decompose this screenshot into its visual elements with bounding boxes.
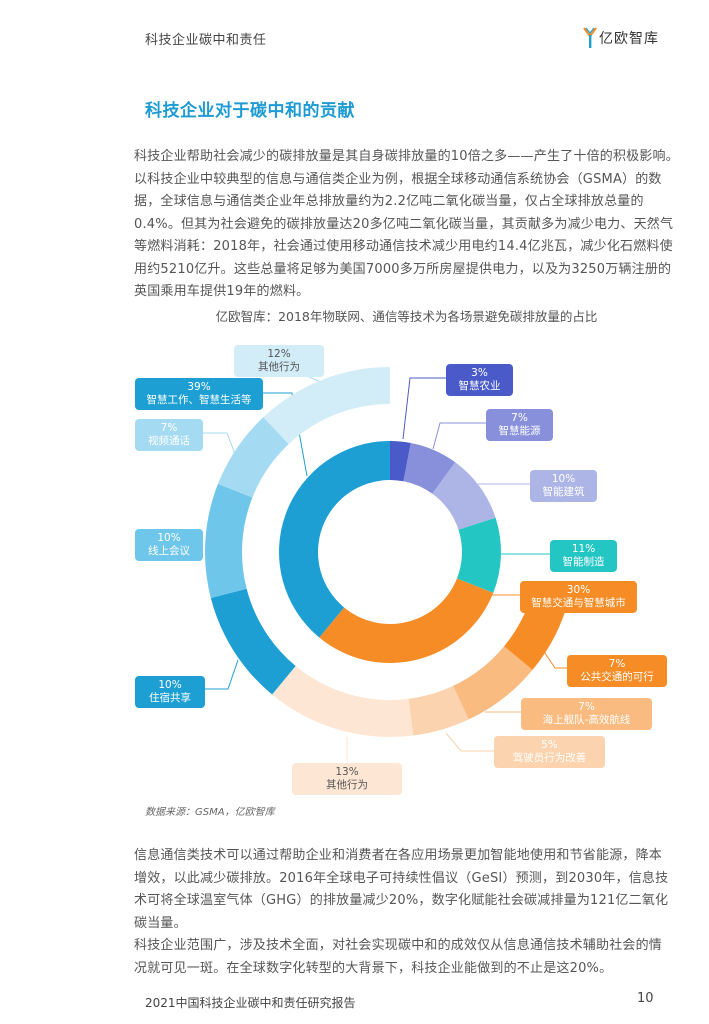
label-percent: 13% (335, 766, 359, 778)
label-category: 住宿共享 (149, 692, 191, 704)
footer-report-title: 2021中国科技企业碳中和责任研究报告 (145, 996, 356, 1010)
label-percent: 5% (541, 739, 558, 751)
logo-y-icon (583, 27, 597, 48)
data-label: 13%其他行为 (292, 763, 402, 795)
data-label: 11%智能制造 (550, 540, 617, 572)
label-percent: 30% (566, 584, 591, 596)
chart-title: 亿欧智库：2018年物联网、通信等技术为各场景避免碳排放量的占比 (215, 309, 598, 324)
inner-donut-segment (278, 441, 390, 638)
text-line: 信息通信类技术可以通过帮助企业和消费者在各应用场景更加智能地使用和节省能源，降本 (134, 848, 663, 863)
logo-text: 亿欧智库 (599, 31, 659, 47)
data-label: 7%智慧能源 (486, 409, 553, 441)
outer-donut-segment (408, 685, 469, 736)
data-label: 12%其他行为 (234, 345, 324, 377)
outer-donut-segment (210, 588, 296, 695)
text-line: 科技企业范围广，涉及技术全面，对社会实现碳中和的成效仅从信息通信技术辅助社会的情 (134, 938, 663, 953)
text-line: 用约5210亿升。这些总量将足够为美国7000多万所房屋提供电力，以及为3250… (134, 261, 672, 277)
label-category: 其他行为 (258, 361, 300, 373)
data-label: 39%智慧工作、智慧生活等 (135, 378, 263, 410)
data-label: 7%视频通话 (135, 419, 203, 451)
data-label: 7%公共交通的可行 (567, 655, 667, 687)
text-line: 英国乘用车提供19年的燃料。 (134, 284, 310, 299)
data-label: 10%住宿共享 (135, 676, 205, 708)
data-label: 10%智能建筑 (530, 470, 597, 502)
label-category: 智慧交通与智慧城市 (531, 597, 626, 609)
text-line: 等燃料消耗：2018年，社会通过使用移动通信技术减少用电约14.4亿兆瓦，减少化… (134, 239, 673, 254)
label-percent: 7% (578, 701, 595, 713)
label-percent: 39% (187, 381, 211, 393)
label-percent: 7% (160, 422, 178, 434)
chart-source: 数据来源：GSMA，亿欧智库 (145, 807, 275, 818)
leader-line (205, 659, 239, 690)
page-title: 科技企业对于碳中和的贡献 (145, 101, 355, 121)
brand-logo: 亿欧智库 (583, 27, 659, 49)
inner-donut-segment (319, 578, 494, 663)
conclusion-paragraph: 信息通信类技术可以通过帮助企业和消费者在各应用场景更加智能地使用和节省能源，降本… (134, 845, 679, 980)
leader-line (544, 652, 567, 669)
label-category: 视频通话 (148, 435, 190, 447)
outer-donut-segment (453, 646, 533, 720)
label-category: 海上舰队-高效航线 (542, 714, 631, 726)
label-category: 智慧能源 (498, 425, 541, 437)
inner-donut-segment (456, 517, 501, 593)
data-label: 5%驾驶员行为改善 (494, 736, 605, 768)
leader-line (445, 732, 494, 752)
label-percent: 12% (267, 348, 291, 360)
label-percent: 10% (157, 532, 181, 544)
outer-donut-segment (263, 367, 390, 445)
data-label: 30%智慧交通与智慧城市 (520, 581, 637, 613)
outer-donut-segment (217, 417, 289, 498)
outer-donut-segment (204, 483, 253, 599)
leader-line (263, 392, 308, 477)
text-line: 科技企业帮助社会减少的碳排放量是其自身碳排放量的10倍之多——产生了十倍的积极影… (134, 149, 679, 164)
label-percent: 7% (608, 658, 626, 670)
data-label: 3%智慧农业 (446, 364, 513, 396)
text-line: 碳当量。 (134, 915, 187, 931)
inner-donut-segment (390, 441, 411, 482)
header-section-title: 科技企业碳中和责任 (145, 33, 267, 48)
label-percent: 7% (511, 412, 528, 424)
label-category: 智能制造 (562, 556, 605, 568)
leader-line (432, 422, 486, 450)
text-line: 增效，以此减少碳排放。2016年全球电子可持续性倡议（GeSI）预测，到2030… (134, 870, 669, 886)
outer-donut-segment (272, 666, 414, 737)
label-percent: 11% (571, 543, 596, 555)
label-category: 驾驶员行为改善 (512, 752, 587, 764)
text-line: 况就可见一斑。在全球数字化转型的大背景下，科技企业能做到的不止是这20%。 (134, 960, 613, 976)
leader-line (402, 377, 446, 440)
label-category: 公共交通的可行 (580, 671, 654, 683)
data-label: 10%线上会议 (135, 529, 203, 561)
text-line: 据，全球信息与通信类企业年总排放量约为2.2亿吨二氧化碳当量，仅占全球排放总量的 (134, 194, 644, 209)
inner-donut-segment (403, 442, 456, 494)
text-line: 0.4%。但其为社会避免的碳排放量达20多亿吨二氧化碳当量，其贡献多为减少电力、… (134, 216, 674, 232)
leader-line (203, 432, 236, 455)
intro-paragraph: 科技企业帮助社会减少的碳排放量是其自身碳排放量的10倍之多——产生了十倍的积极影… (134, 146, 679, 304)
data-label: 7%海上舰队-高效航线 (521, 698, 652, 730)
label-category: 其他行为 (326, 779, 368, 791)
text-line: 以科技企业中较典型的信息与通信类企业为例，根据全球移动通信系统协会（GSMA）的… (134, 171, 662, 187)
label-category: 智慧农业 (458, 380, 501, 392)
label-percent: 10% (158, 679, 182, 691)
label-category: 智能建筑 (542, 486, 585, 498)
label-percent: 3% (471, 367, 488, 379)
text-line: 术可将全球温室气体（GHG）的排放量减少20%，数字化赋能社会碳减排量为121亿… (134, 893, 669, 908)
label-category: 智慧工作、智慧生活等 (146, 394, 252, 406)
inner-donut-segment (432, 462, 496, 530)
label-percent: 10% (551, 473, 576, 485)
label-category: 线上会议 (148, 545, 190, 557)
page-number: 10 (637, 991, 654, 1006)
